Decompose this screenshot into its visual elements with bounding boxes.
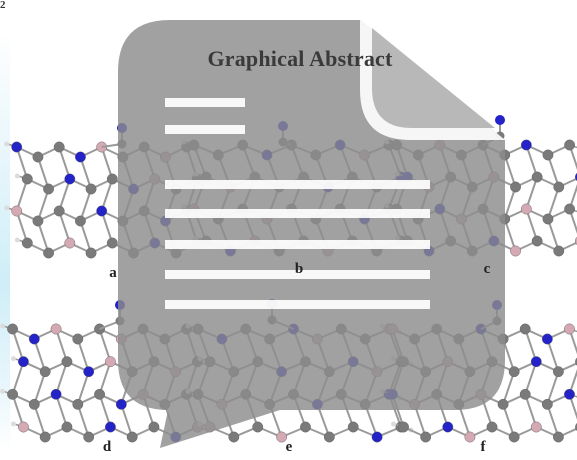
watermark-text-line	[165, 125, 245, 134]
watermark-text-line	[165, 300, 430, 309]
watermark-text-line	[165, 98, 245, 107]
figure-title: Graphical Abstract	[207, 46, 393, 71]
watermark-text-line	[165, 209, 430, 218]
panel-label-d: d	[102, 439, 112, 455]
panel-label-b: b	[294, 261, 304, 277]
watermark-text-line	[165, 180, 430, 189]
watermark-text-line	[165, 270, 430, 279]
panel-label-e: e	[285, 439, 293, 455]
left-edge-tint	[0, 30, 10, 450]
page-corner-mark: 2	[0, 0, 6, 11]
panel-label-a: a	[109, 265, 117, 281]
panel-label-f: f	[480, 439, 486, 455]
watermark-text-line	[165, 240, 430, 249]
document-watermark-icon	[118, 20, 505, 448]
panel-label-c: c	[483, 261, 491, 277]
